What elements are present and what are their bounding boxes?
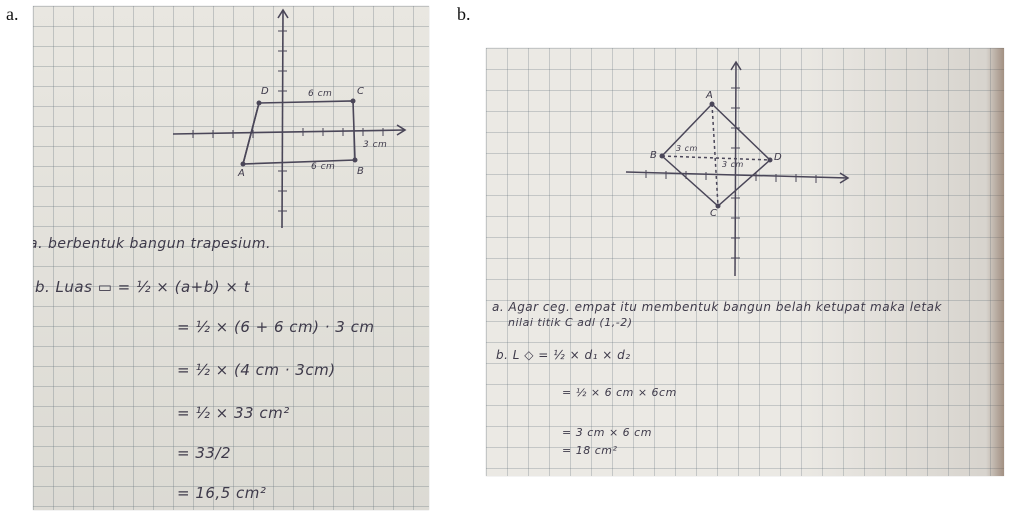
- y-axis: [281, 9, 284, 229]
- photo-a-notebook: D C A B 6 cm 6 cm 3 cm a. berbentuk bang…: [33, 6, 429, 510]
- point-d: [256, 100, 262, 106]
- page-edge-shadow: [986, 48, 1004, 476]
- coordinate-graph-a: [172, 8, 407, 229]
- trapezium-left-side: [242, 102, 260, 165]
- x-axis: [625, 171, 849, 179]
- label-point-c: C: [710, 208, 718, 219]
- answer-a-line-1: a. berbentuk bangun trapesium.: [33, 236, 271, 252]
- point-a: [709, 101, 715, 107]
- point-a: [240, 161, 246, 167]
- label-point-a: A: [706, 90, 714, 101]
- label-dim-horizontal: 3 cm: [676, 144, 698, 153]
- y-axis-arrow: [277, 8, 289, 19]
- label-point-d: D: [261, 86, 270, 97]
- answer-a-line-3: = ½ × (6 + 6 cm) · 3 cm: [177, 318, 375, 336]
- label-point-d: D: [774, 152, 783, 163]
- label-dim-height: 3 cm: [363, 140, 388, 150]
- label-point-b: B: [357, 166, 365, 177]
- answer-b-line-3: b. L ◇ = ½ × d₁ × d₂: [496, 348, 631, 362]
- panel-label-b: b.: [457, 4, 471, 24]
- coordinate-graph-b: [625, 60, 850, 277]
- label-dim-vertical: 3 cm: [722, 160, 744, 169]
- y-axis-arrow: [730, 60, 742, 71]
- answer-b-line-1: a. Agar ceg. empat itu membentuk bangun …: [492, 300, 942, 314]
- answer-b-line-5: = 3 cm × 6 cm: [562, 426, 652, 439]
- label-point-a: A: [238, 168, 246, 179]
- answer-a-line-5: = ½ × 33 cm²: [177, 404, 290, 422]
- photo-b-notebook: A B C D 3 cm 3 cm a. Agar ceg. empat itu…: [486, 48, 1004, 476]
- answer-b-line-6: = 18 cm²: [562, 444, 618, 457]
- panel-label-a: a.: [6, 4, 19, 24]
- point-b: [352, 157, 358, 163]
- point-c: [350, 98, 356, 104]
- x-axis-arrow: [396, 124, 407, 136]
- answer-a-line-7: = 16,5 cm²: [177, 484, 267, 502]
- label-dim-top: 6 cm: [308, 89, 333, 99]
- point-b: [659, 153, 665, 159]
- label-point-b: B: [650, 150, 658, 161]
- y-axis: [734, 61, 737, 277]
- diagonal-horizontal: [661, 155, 771, 161]
- point-d: [767, 157, 773, 163]
- x-axis-arrow: [839, 172, 850, 184]
- label-dim-bottom: 6 cm: [311, 162, 336, 172]
- rhombus-shape: [660, 102, 772, 208]
- answer-b-line-2: nilai titik C adl (1,-2): [508, 316, 633, 329]
- answer-a-line-6: = 33/2: [177, 444, 232, 462]
- x-axis: [172, 129, 406, 135]
- diagonal-vertical: [711, 103, 719, 207]
- answer-b-line-4: = ½ × 6 cm × 6cm: [562, 386, 677, 399]
- answer-a-line-2: b. Luas ▭ = ½ × (a+b) × t: [35, 278, 251, 296]
- answer-a-line-4: = ½ × (4 cm · 3cm): [177, 361, 336, 379]
- label-point-c: C: [357, 86, 365, 97]
- point-c: [715, 203, 721, 209]
